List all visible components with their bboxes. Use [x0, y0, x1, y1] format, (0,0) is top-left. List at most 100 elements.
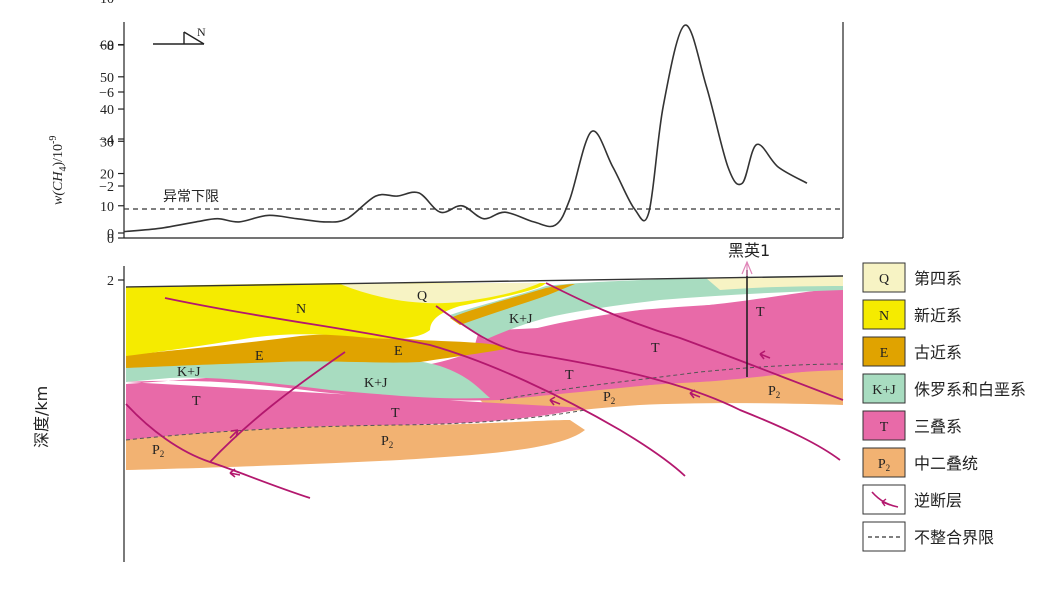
north-arrow-icon: N	[153, 25, 206, 45]
layer-e-right	[450, 284, 575, 325]
p2-sub: 2	[160, 449, 165, 459]
well-name: 黑英1	[728, 241, 770, 260]
p2-main: P	[381, 434, 389, 449]
section-ylabel: 深度/km	[32, 386, 51, 448]
legend-symbol: T	[880, 420, 889, 435]
chart-y-tick-label: 10	[100, 200, 114, 215]
p2-main: P	[152, 443, 160, 458]
label-p2-1: P2	[152, 443, 164, 459]
label-n: N	[296, 302, 306, 317]
layer-kj-left	[126, 355, 490, 399]
legend-label: 三叠系	[914, 417, 962, 436]
chart-y-tick-label: 20	[100, 168, 114, 183]
legend-item: 逆断层	[862, 484, 962, 515]
legend-item: T 三叠系	[862, 410, 962, 441]
section-y-ticks: 20−2−4−6−8−10	[92, 0, 124, 289]
p2-sub: 2	[389, 440, 394, 450]
chart-y-tick-label: 60	[100, 39, 114, 54]
legend-label: 古近系	[914, 343, 962, 362]
label-p2-4: P2	[768, 384, 780, 400]
legend-label: 逆断层	[914, 491, 962, 510]
label-kj-left: K+J	[177, 365, 201, 380]
section-y-tick-label: −10	[92, 0, 114, 7]
legend-symbol: Q	[879, 272, 889, 287]
section-y-tick-label: −4	[99, 133, 114, 148]
legend-swatch	[862, 410, 906, 441]
chart-ylabel-mid: )/10	[51, 144, 66, 167]
label-e-left: E	[255, 349, 264, 364]
chart-y-tick-label: 30	[100, 135, 114, 150]
ch4-series-line	[123, 24, 808, 233]
label-kj-right: K+J	[509, 312, 533, 327]
chart-y-ticks: 0 10 20 30 40 50 60	[100, 39, 124, 247]
label-q: Q	[417, 289, 427, 304]
legend-item: K+J 侏罗系和白垩系	[862, 373, 1026, 404]
p2-sub: 2	[611, 396, 616, 406]
fault-5	[545, 282, 844, 401]
layer-q-right	[706, 276, 843, 290]
legend-item: N 新近系	[862, 299, 962, 330]
legend-item: E 古近系	[862, 336, 962, 367]
layer-e	[126, 334, 510, 368]
p2-main: P	[603, 390, 611, 405]
unconformity-line-right	[499, 363, 844, 401]
section-y-tick-label: 2	[107, 274, 114, 289]
label-kj-mid: K+J	[364, 376, 388, 391]
legend-item: Q 第四系	[862, 262, 962, 293]
legend-item: 不整合界限	[862, 521, 994, 552]
chart-y-tick-label: 40	[100, 103, 114, 118]
label-t-4: T	[651, 341, 660, 356]
chart-ylabel-main: w(CH	[51, 171, 66, 205]
label-t-5: T	[756, 305, 765, 320]
label-p2-3: P2	[603, 390, 615, 406]
section-y-tick-label: −2	[99, 180, 114, 195]
north-label: N	[197, 25, 206, 39]
label-e-mid: E	[394, 344, 403, 359]
legend-symbol-sub: 2	[886, 463, 891, 473]
cross-section: 20−2−4−6−8−10 深度/km	[32, 0, 844, 562]
chart-y-tick-label: 50	[100, 71, 114, 86]
well-symbol-icon	[741, 260, 753, 276]
chart-ylabel-sup: -9	[48, 136, 59, 144]
fault-arrow-icon	[881, 498, 891, 507]
fault-arrows	[229, 350, 771, 478]
legend-swatch	[862, 336, 906, 367]
label-t-2: T	[391, 406, 400, 421]
legend-symbol: N	[879, 309, 889, 324]
legend-symbol: E	[880, 346, 889, 361]
legend-swatch	[862, 299, 906, 330]
faults	[125, 282, 844, 499]
legend-label: 侏罗系和白垩系	[914, 380, 1026, 399]
section-y-tick-label: −8	[99, 39, 114, 54]
unconformity-line	[125, 409, 586, 441]
legend-swatch	[862, 484, 906, 515]
label-t-3: T	[565, 368, 574, 383]
chart-y-tick-label: 0	[107, 232, 114, 247]
layer-t-upper	[474, 288, 843, 400]
legend-symbol: K+J	[872, 383, 896, 398]
fault-3	[209, 351, 346, 463]
fault-4	[435, 305, 841, 461]
layer-q	[340, 283, 540, 304]
layer-p2-right	[480, 365, 843, 420]
threshold-label: 异常下限	[163, 189, 219, 205]
legend-label: 第四系	[914, 269, 962, 288]
label-p2-2: P2	[381, 434, 393, 450]
legend-swatch	[862, 373, 906, 404]
p2-sub: 2	[776, 390, 781, 400]
legend-label: 不整合界限	[914, 528, 994, 547]
section-y-tick-label: 0	[107, 227, 114, 242]
chart-ylabel: w(CH4)/10-9	[48, 136, 69, 205]
section-y-tick-label: −6	[99, 86, 114, 101]
chart-ylabel-sub: 4	[58, 167, 69, 172]
legend-swatch	[862, 447, 906, 478]
p2-main: P	[768, 384, 776, 399]
legend-swatch	[862, 262, 906, 293]
fault-1	[164, 297, 686, 477]
label-t-1: T	[192, 394, 201, 409]
legend-label: 新近系	[914, 306, 962, 325]
